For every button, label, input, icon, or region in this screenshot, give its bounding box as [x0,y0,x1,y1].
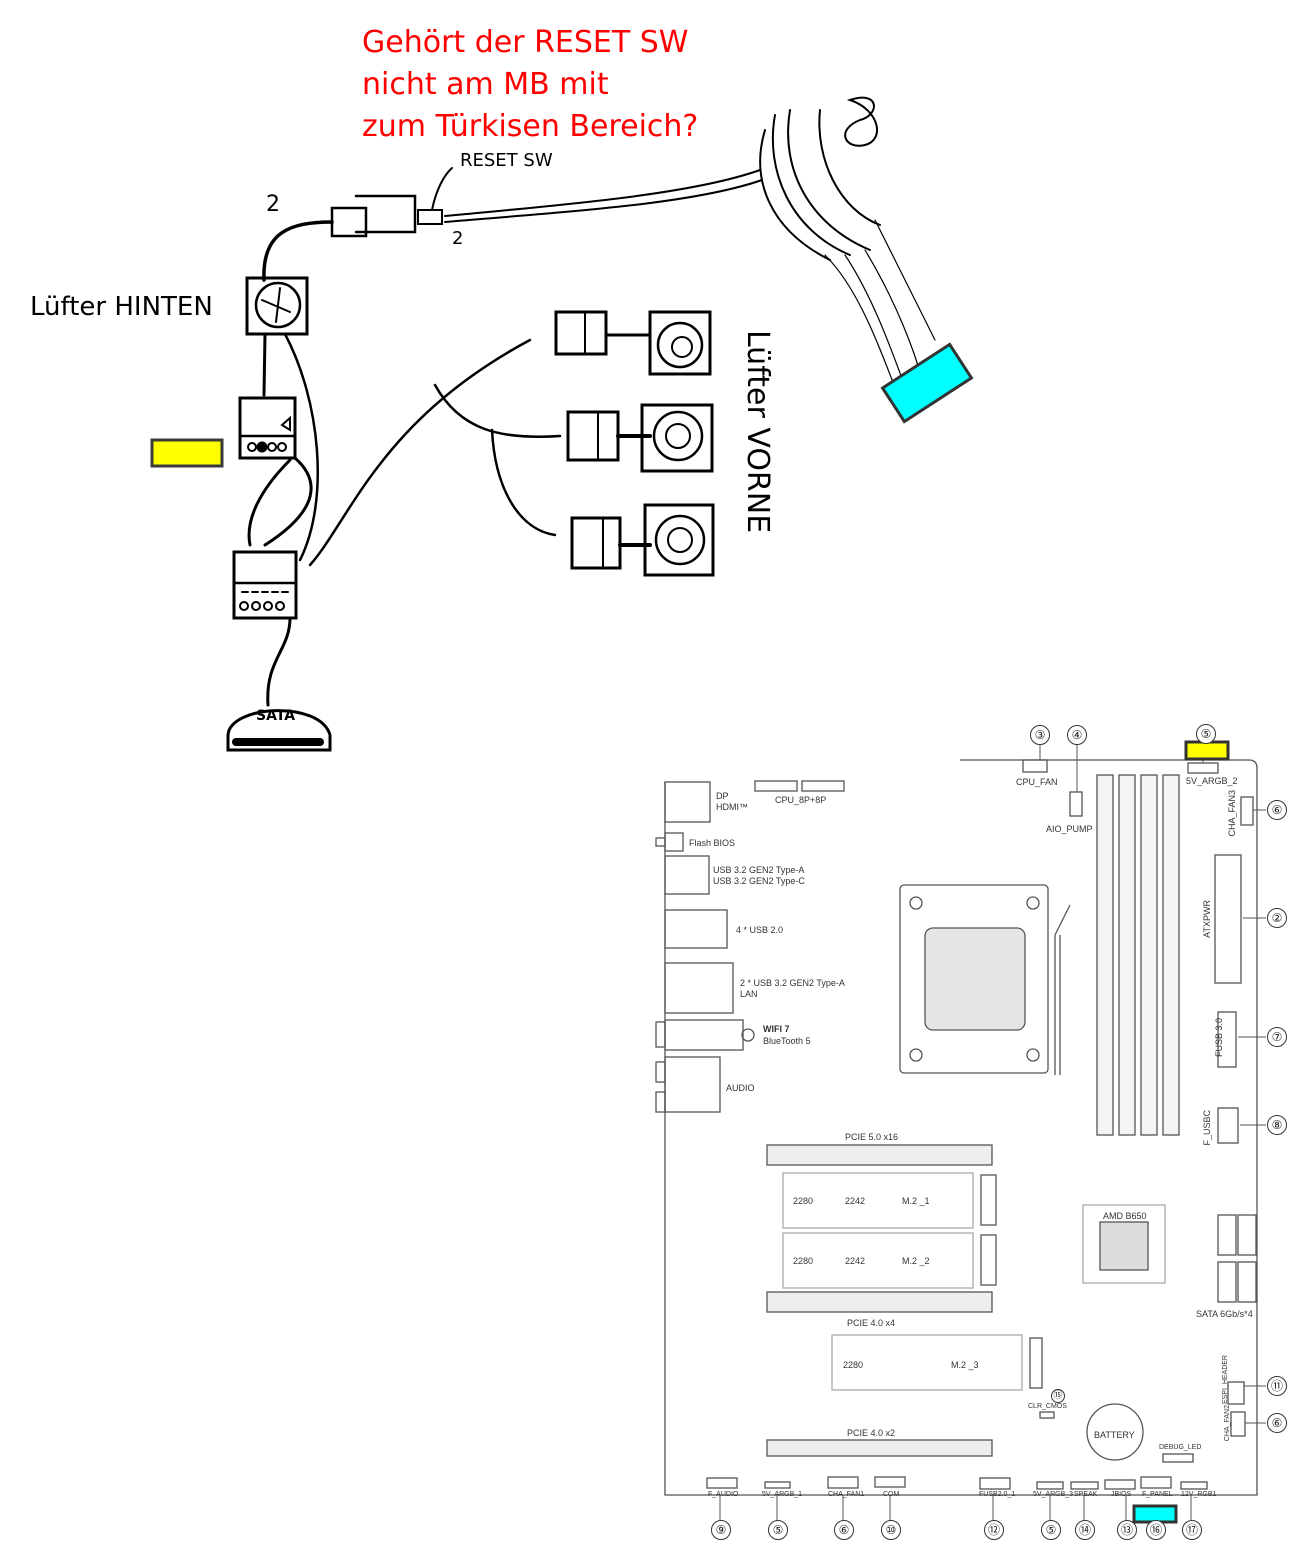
cpu-power-label: CPU_8P+8P [775,795,827,805]
front-fan-1 [554,310,712,376]
cha-fan3-label: CHA_FAN3 [1227,790,1237,837]
io-audio: AUDIO [726,1083,755,1093]
m2-length-2280: 2280 [793,1196,814,1206]
io-usb-gen2: USB 3.2 GEN2 Type-A USB 3.2 GEN2 Type-C [713,865,805,886]
atxpwr-label: ATXPWR [1202,900,1212,938]
reset-cable [444,169,761,217]
rear-fan [245,276,309,336]
front-fan-2 [566,403,714,473]
m2-2-label: M.2 _2 [902,1256,930,1266]
debug-led-label: DEBUG_LED [1159,1444,1202,1451]
io-dp-hdmi: DP HDMI™ [716,791,748,812]
io-bluetooth: BlueTooth 5 [763,1036,811,1046]
sata-ports-label: SATA 6Gb/s*4 [1196,1309,1253,1319]
bottom-header-label: F_AUDIO [708,1491,739,1498]
m2-length-2242: 2242 [845,1196,866,1206]
dimm-slot-2 [1118,774,1136,1136]
front-fan-3 [570,503,715,577]
m2-length-2280: 2280 [843,1360,864,1370]
bottom-header-label: COM [883,1491,900,1498]
callout-12v-rgb: ⑰ [1182,1520,1202,1540]
callout-com: ⑩ [881,1520,901,1540]
callout-aio-pump: ④ [1067,725,1087,745]
rear-fan-label: Lüfter HINTEN [30,292,213,322]
yellow-highlight-sketch [150,438,224,468]
bottom-header-label: 5V_ARGB_3 [1033,1491,1074,1498]
io-usb-lan: 2 * USB 3.2 GEN2 Type-A LAN [740,978,845,999]
battery-label: BATTERY [1094,1430,1135,1440]
callout-clr-cmos: ⑮ [1051,1389,1065,1403]
pcie-slot-1 [766,1144,993,1166]
front-fan-label: Lüfter VORNE [740,330,775,534]
bottom-header-label: CHA_FAN1 [828,1491,865,1498]
espi-label: ESPI_HEADER [1222,1355,1229,1405]
callout-atxpwr: ② [1267,908,1287,928]
callout-argb3: ⑤ [1041,1520,1061,1540]
sata-label: SATA [256,708,296,724]
reset-sw-handwritten-label: RESET SW [460,150,553,171]
callout-argb1: ⑤ [768,1520,788,1540]
f-usbc-label: F_USBC [1202,1110,1212,1146]
callout-fusb20: ⑫ [984,1520,1004,1540]
callout-f-audio: ⑨ [711,1520,731,1540]
io-wifi: WIFI 7 [763,1024,790,1034]
callout-espi: ⑪ [1267,1376,1287,1396]
clr-cmos-label: CLR_CMOS [1028,1403,1067,1410]
pcie1-label: PCIE 5.0 x16 [845,1132,899,1142]
callout-jbios: ⑬ [1117,1520,1137,1540]
motherboard-outline [655,759,1258,1496]
cpu-fan-label: CPU_FAN [1016,777,1058,787]
callout-cpu-fan: ③ [1030,725,1050,745]
sata-plug [226,709,332,752]
dimm-slot-3 [1140,774,1158,1136]
cyan-highlight-sketch [880,342,974,424]
argb2-label: 5V_ARGB_2 [1186,776,1238,786]
bottom-header-label: 5V_ARGB_1 [762,1491,803,1498]
callout-fusb30: ⑦ [1267,1027,1287,1047]
bottom-header-label: F_PANEL [1142,1491,1173,1498]
callout-f-panel: ⑯ [1146,1520,1166,1540]
pcie-slot-3 [766,1439,993,1457]
callout-cha-fan2: ⑥ [1267,1413,1287,1433]
yellow-highlight-argb2 [1184,740,1230,761]
callout-cha-fan3: ⑥ [1267,800,1287,820]
dimm-slot-4 [1162,774,1180,1136]
pcie3-label: PCIE 4.0 x2 [847,1428,896,1438]
dimm-slot-1 [1096,774,1114,1136]
chipset-label: AMD B650 [1103,1211,1147,1221]
cpu-socket [899,884,1049,1074]
bottom-header-label: SPEAK [1074,1491,1098,1498]
reset-switch-plug [417,209,443,225]
m2-3-label: M.2 _3 [951,1360,979,1370]
count-label: 2 [452,228,464,249]
m2-1-label: M.2 _1 [902,1196,930,1206]
callout-f-usbc: ⑧ [1267,1115,1287,1135]
cha-fan2-label: CHA_FAN2 [1224,1405,1231,1442]
m2-length-2280: 2280 [793,1256,814,1266]
fan-hub-1 [238,396,297,460]
fan-hub-2 [232,550,298,620]
aio-pump-label: AIO_PUMP [1046,824,1093,834]
count-label: 2 [266,192,280,217]
fusb30-label: FUSB 3.0 [1214,1018,1224,1058]
m2-length-2242: 2242 [845,1256,866,1266]
bottom-header-label: 12V_RGB1 [1181,1491,1217,1498]
pcie-slot-2 [766,1291,993,1313]
callout-argb2: ⑤ [1196,724,1216,744]
bottom-header-label: JBIOS [1111,1491,1132,1498]
pcie2-label: PCIE 4.0 x4 [847,1318,896,1328]
battery [1086,1403,1144,1461]
bottom-header-label: FUSB2.0_1 [979,1491,1016,1498]
io-flash-bios: Flash BIOS [689,838,736,848]
io-usb20: 4 * USB 2.0 [736,925,784,935]
callout-cha-fan1: ⑥ [834,1520,854,1540]
question-annotation: Gehört der RESET SW nicht am MB mit zum … [362,25,699,144]
callout-speak: ⑭ [1075,1520,1095,1540]
